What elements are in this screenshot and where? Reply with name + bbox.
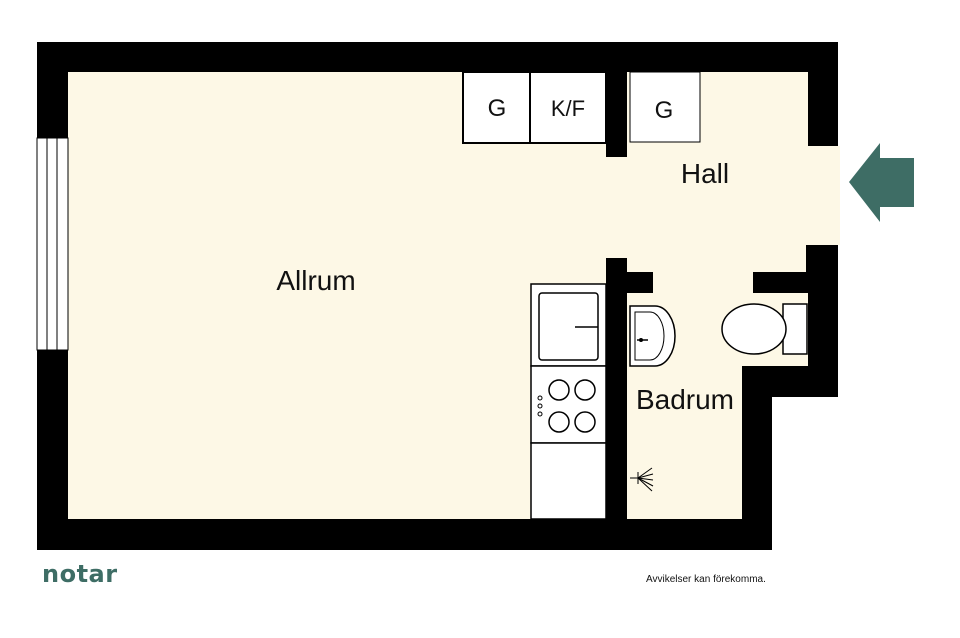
room-label-allrum: Allrum <box>276 265 355 296</box>
entrance-door-opening <box>806 146 840 245</box>
bathroom-sink <box>629 305 676 367</box>
room-label-badrum: Badrum <box>636 384 734 415</box>
kitchen-cabinet <box>530 442 607 520</box>
window <box>36 137 69 351</box>
brand-logo: notar <box>42 560 118 588</box>
kitchen-stove <box>530 365 607 444</box>
shower-icon <box>630 467 654 492</box>
interior-wall-bath-top-right <box>753 272 809 293</box>
interior-wall-bath-right <box>806 245 838 293</box>
entrance-arrow-icon <box>849 143 914 222</box>
wardrobe-1-label: G <box>488 95 507 122</box>
wardrobe-2: G <box>629 71 701 143</box>
toilet <box>721 303 808 355</box>
wardrobe-1: G <box>462 71 531 144</box>
kitchen-sink <box>530 283 607 367</box>
wardrobe-2-label: G <box>655 97 674 124</box>
interior-wall-hall-top <box>606 72 627 157</box>
room-label-hall: Hall <box>681 158 729 189</box>
interior-wall-bath-left <box>606 258 627 520</box>
fridge-freezer: K/F <box>529 71 607 144</box>
interior-wall-bath-top-left <box>606 272 653 293</box>
fridge-freezer-label: K/F <box>551 96 585 121</box>
disclaimer-text: Avvikelser kan förekomma. <box>646 574 766 585</box>
